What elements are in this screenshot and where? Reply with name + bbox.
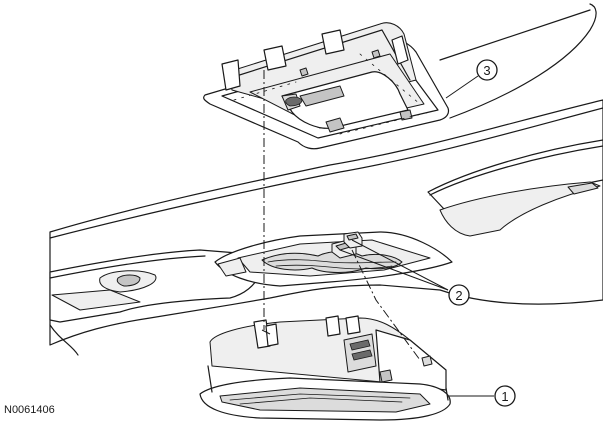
callout-3-label: 3 (483, 63, 490, 78)
overhead-console-item-1 (199, 315, 451, 421)
callout-1: 1 (448, 385, 516, 407)
callout-3: 3 (445, 59, 498, 99)
callout-2-label: 2 (455, 288, 462, 303)
figure-id: N0061406 (4, 404, 55, 416)
alignment-lines (261, 70, 421, 361)
headliner-panel (49, 3, 603, 356)
callout-2: 2 (339, 239, 470, 306)
mounting-frame-item-3 (203, 22, 450, 150)
callout-1-label: 1 (501, 389, 508, 404)
